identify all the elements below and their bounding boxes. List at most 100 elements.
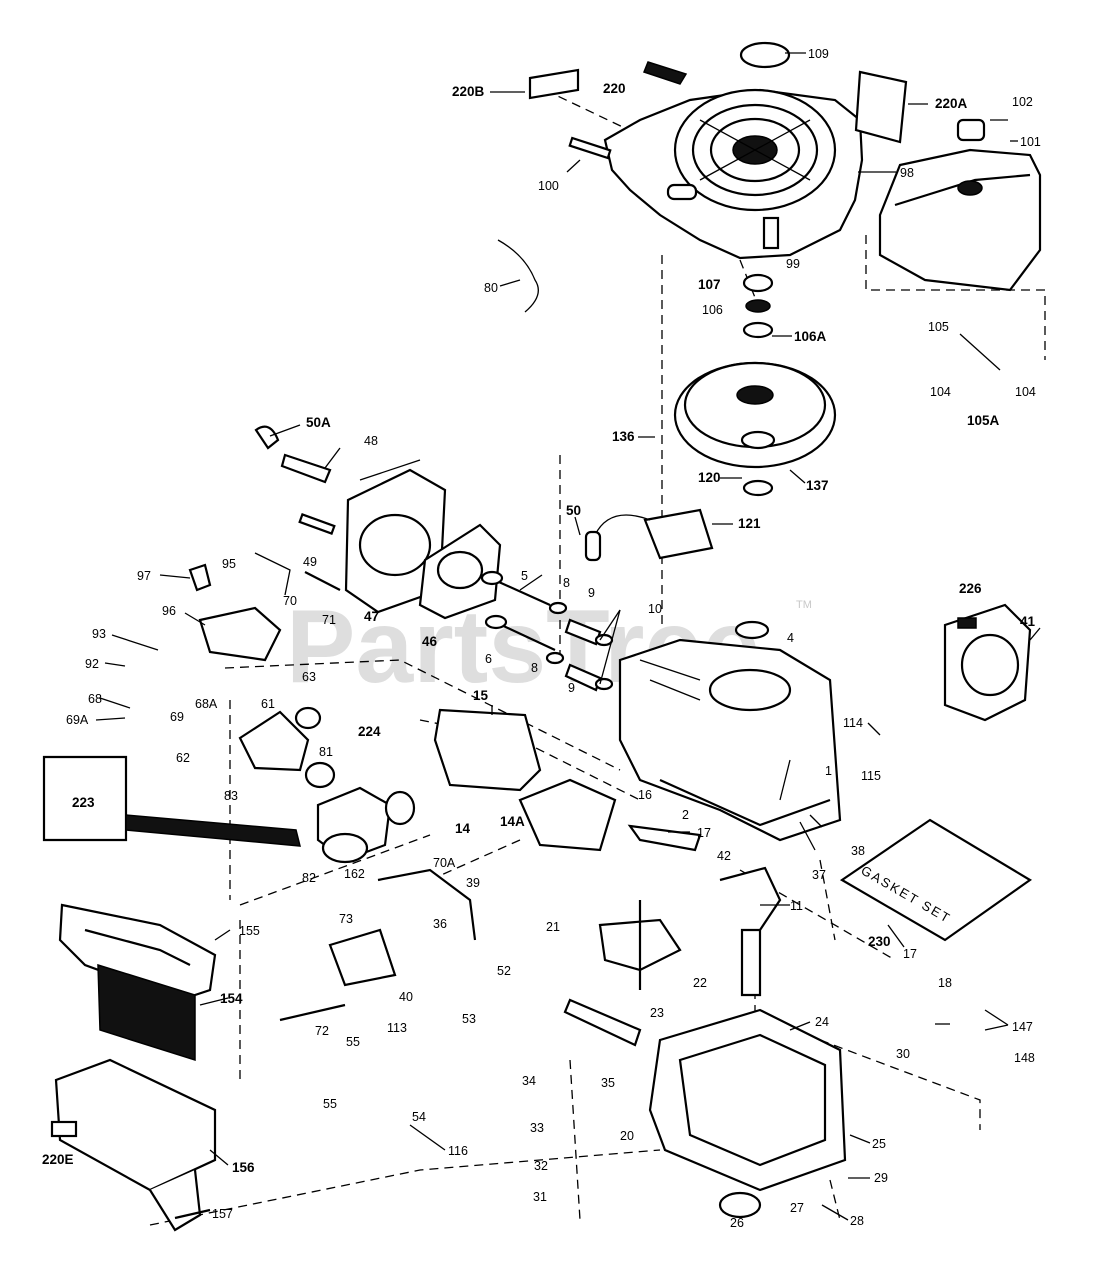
callout-82: 82 [302,871,316,885]
callout-23: 23 [650,1006,664,1020]
spark-plug-boot-50a [254,425,280,450]
callout-101: 101 [1020,135,1041,149]
callout-148: 148 [1014,1051,1035,1065]
callout-73: 73 [339,912,353,926]
valve-spring-9a [564,618,602,646]
callout-114: 114 [843,716,863,730]
valve-5-head [480,570,504,586]
callout-42: 42 [717,849,731,863]
gasket-63 [294,706,322,730]
callout-31: 31 [533,1190,547,1204]
callout-223: 223 [72,795,95,810]
callout-62: 62 [176,751,190,765]
callout-49: 49 [303,555,317,569]
screen-109 [739,41,791,69]
callout-104: 104 [1015,385,1036,399]
oil-sump [648,1008,847,1219]
callout-95: 95 [222,557,236,571]
callout-17: 17 [903,947,917,961]
decal-220b [528,68,580,100]
governor-link-70a [377,868,477,941]
callout-136: 136 [612,429,635,444]
callout-27: 27 [790,1201,804,1215]
callout-25: 25 [872,1137,886,1151]
callout-120: 120 [698,470,721,485]
decal-220 [643,61,688,85]
callout-70: 70 [283,594,297,608]
callout-1: 1 [825,764,832,778]
callout-14a: 14A [500,814,525,829]
callout-102: 102 [1012,95,1033,109]
callout-17: 17 [697,826,711,840]
control-bracket [198,606,282,662]
callout-53: 53 [462,1012,476,1026]
spring-70 [254,552,291,596]
inset-box-223 [42,755,128,842]
callout-154: 154 [220,991,243,1006]
gasket-set: GASKET SET [839,818,1033,942]
callout-2: 2 [682,808,689,822]
callout-10: 10 [648,602,662,616]
screw-49 [298,513,336,535]
callout-80: 80 [484,281,498,295]
ignition-module-73 [328,928,397,987]
callout-28: 28 [850,1214,864,1228]
callout-16: 16 [638,788,652,802]
callout-106: 106 [702,303,723,317]
callout-96: 96 [162,604,176,618]
callout-11: 11 [790,899,803,913]
callout-157: 157 [212,1207,233,1221]
valve-6 [494,621,556,651]
rewind-starter [943,603,1032,722]
callout-52: 52 [497,964,511,978]
callout-39: 39 [466,876,480,890]
callout-81: 81 [319,745,333,759]
callout-220e: 220E [42,1152,74,1167]
callout-100: 100 [538,179,559,193]
callout-156: 156 [232,1160,255,1175]
callout-105a: 105A [967,413,1000,428]
callout-69a: 69A [66,713,89,727]
callout-6: 6 [485,652,492,666]
valve-6-head [484,614,508,630]
callout-9: 9 [588,586,595,600]
retainer-8b [545,651,565,665]
blower-housing [603,88,864,260]
callout-9: 9 [568,681,575,695]
callout-50: 50 [566,503,581,518]
bolt-72 [279,1003,346,1022]
retainer-8a [548,601,568,615]
callout-116: 116 [448,1144,468,1158]
screw-100 [568,136,612,160]
flywheel [673,361,837,497]
screw-157 [174,1208,211,1220]
callout-63: 63 [302,670,316,684]
callout-83: 83 [224,789,238,803]
connecting-rod [627,824,702,852]
callout-15: 15 [473,688,489,703]
seal-10a [594,633,614,647]
callout-106a: 106A [794,329,827,344]
nut-107 [742,273,774,293]
callout-32: 32 [534,1159,548,1173]
callout-71: 71 [322,613,336,627]
callout-38: 38 [851,844,865,858]
callout-98: 98 [900,166,914,180]
seal-10b [594,677,614,691]
air-filter [97,963,196,1062]
ground-wire-80 [497,239,539,313]
callout-105: 105 [928,320,949,334]
callout-37: 37 [812,868,826,882]
washer-106a [742,321,774,339]
callout-104: 104 [930,385,951,399]
callout-50a: 50A [306,415,331,430]
callout-8: 8 [531,661,538,675]
callout-155: 155 [239,924,260,938]
callout-137: 137 [806,478,829,493]
callout-20: 20 [620,1129,634,1143]
crankshaft [719,866,782,997]
callout-34: 34 [522,1074,536,1088]
watermark-trademark: TM [796,599,812,611]
breather-15 [433,708,542,792]
